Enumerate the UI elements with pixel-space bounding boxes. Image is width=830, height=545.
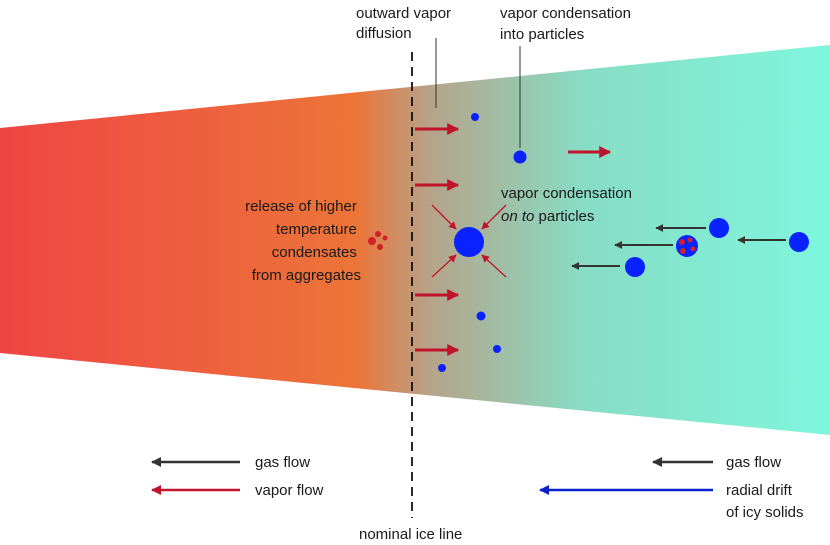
- particle: [438, 364, 446, 372]
- condensate: [679, 239, 685, 245]
- condensate: [687, 237, 693, 243]
- label-release-condensates: release of higher temperature condensate…: [245, 198, 361, 284]
- legend-radial-drift-label: radial drift of icy solids: [726, 482, 804, 521]
- label-nominal-ice-line: nominal ice line: [359, 526, 462, 543]
- disk-wedge: [0, 45, 830, 435]
- icy-solid: [709, 218, 729, 238]
- icy-aggregate: [676, 235, 698, 257]
- converging-vapor-arrow: [481, 254, 507, 278]
- converging-vapor-arrow: [481, 204, 507, 230]
- label-vapor-condensation-onto: vapor condensation on to particles: [501, 185, 636, 225]
- legend-gas-flow-label: gas flow: [726, 454, 781, 471]
- legend-vapor-flow-label: vapor flow: [255, 482, 324, 499]
- legend-gas-flow-label: gas flow: [255, 454, 310, 471]
- particle: [513, 150, 527, 164]
- particle: [476, 311, 486, 321]
- condensate: [368, 237, 376, 245]
- condensate: [375, 231, 381, 237]
- particle: [493, 345, 501, 353]
- icy-solid: [625, 257, 645, 277]
- condensate: [680, 248, 686, 254]
- condensate: [382, 235, 388, 241]
- condensate: [690, 246, 696, 252]
- particle: [471, 113, 479, 121]
- label-outward-vapor-diffusion: outward vapor diffusion: [356, 5, 455, 42]
- label-vapor-condensation-into: vapor condensation into particles: [500, 5, 635, 43]
- converging-vapor-arrow: [431, 254, 457, 278]
- condensate: [377, 244, 383, 250]
- icy-solid: [789, 232, 809, 252]
- large-particle: [454, 227, 484, 257]
- converging-vapor-arrow: [431, 204, 457, 230]
